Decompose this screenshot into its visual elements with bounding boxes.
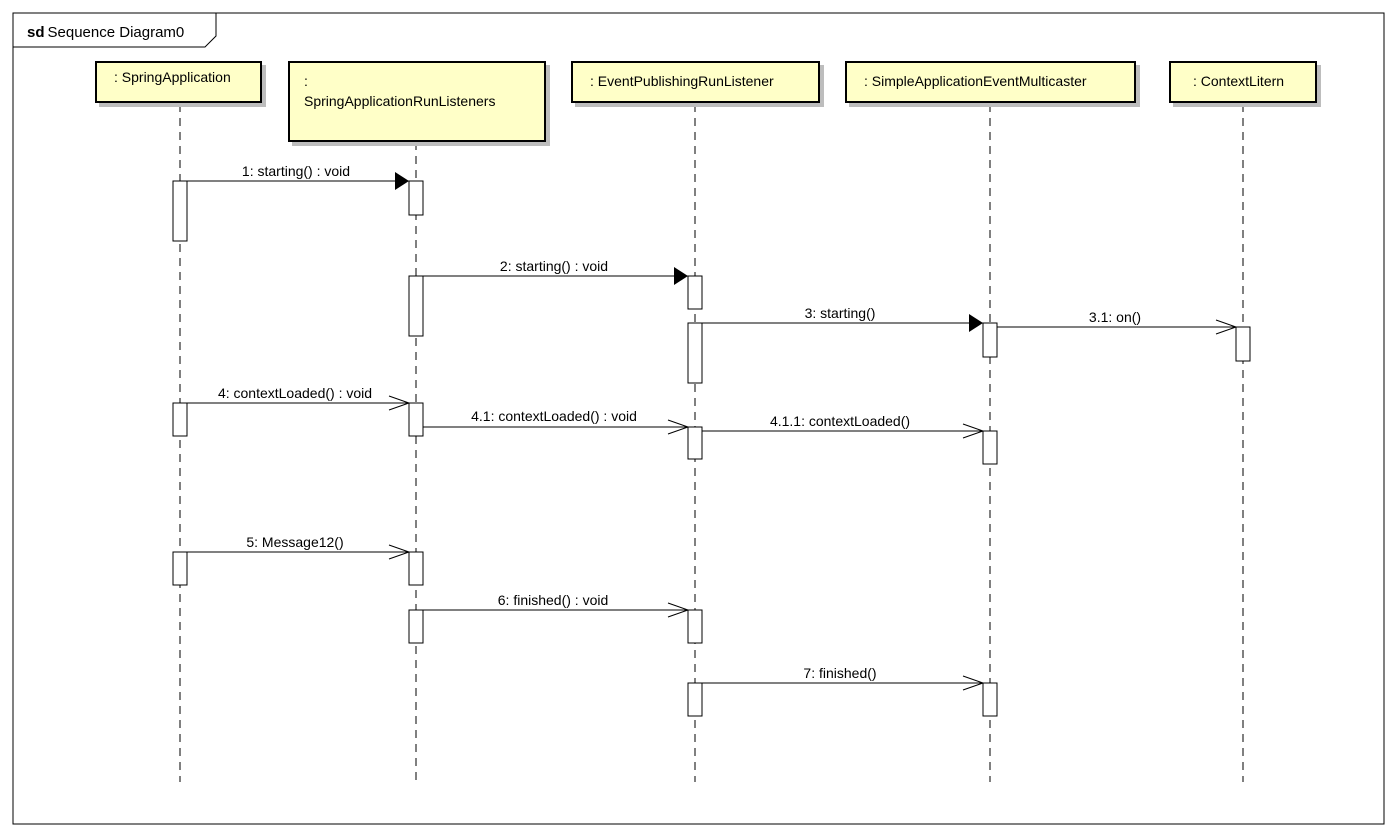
activation-bar — [687, 322, 703, 384]
filled-arrowhead-icon — [395, 172, 409, 190]
lifeline-label: : SimpleApplicationEventMulticaster — [864, 73, 1087, 89]
filled-arrowhead-icon — [969, 314, 983, 332]
activation-bar — [408, 609, 424, 644]
lifeline-label-line1: : — [304, 73, 308, 89]
message-label: 3: starting() — [804, 305, 876, 321]
lifeline-header-context-litern[interactable]: : ContextLitern — [1169, 61, 1317, 103]
activation-bar — [172, 551, 188, 586]
activation-bar — [408, 180, 424, 216]
filled-arrowhead-icon — [674, 267, 688, 285]
activation-bar — [172, 402, 188, 437]
open-arrowhead-icon — [388, 395, 411, 411]
message-label: 1: starting() : void — [241, 163, 351, 179]
lifeline-label-line2: SpringApplicationRunListeners — [304, 93, 496, 109]
activation-bar — [982, 322, 998, 358]
activation-bar — [982, 430, 998, 465]
frame-name: Sequence Diagram0 — [47, 24, 185, 41]
activation-bar — [408, 551, 424, 586]
message-label: 4.1: contextLoaded() : void — [471, 408, 637, 424]
activation-bar — [408, 275, 424, 337]
message-label: 5: Message12() — [246, 534, 344, 550]
activation-bar — [172, 180, 188, 242]
message-label: 7: finished() — [803, 665, 877, 681]
activation-bar — [687, 426, 703, 460]
activation-bar — [687, 609, 703, 644]
open-arrowhead-icon — [667, 419, 690, 435]
activation-bar — [1235, 326, 1251, 362]
message-label: 6: finished() : void — [497, 592, 609, 608]
open-arrowhead-icon — [962, 423, 985, 439]
lifeline-header-spring-application-run-listeners[interactable]: : SpringApplicationRunListeners — [288, 61, 546, 142]
open-arrowhead-icon — [962, 675, 985, 691]
lifeline-label: : EventPublishingRunListener — [590, 73, 774, 89]
message-label: 4.1.1: contextLoaded() — [769, 413, 911, 429]
activation-bar — [687, 682, 703, 717]
diagram-frame — [12, 12, 1385, 825]
message-label: 3.1: on() — [1088, 309, 1142, 325]
open-arrowhead-icon — [667, 602, 690, 618]
lifeline-header-event-publishing-run-listener[interactable]: : EventPublishingRunListener — [571, 61, 820, 103]
lifeline-label: : ContextLitern — [1193, 73, 1285, 89]
open-arrowhead-icon — [388, 544, 411, 560]
lifeline-label: : SpringApplication — [114, 69, 231, 85]
frame-tab-shape — [13, 13, 217, 48]
activation-bar — [408, 402, 424, 437]
activation-bar — [687, 275, 703, 310]
message-label: 2: starting() : void — [499, 258, 609, 274]
frame-keyword: sd — [27, 24, 45, 41]
lifeline-header-spring-application[interactable]: : SpringApplication — [95, 61, 262, 103]
lifeline-header-simple-application-event-multicaster[interactable]: : SimpleApplicationEventMulticaster — [845, 61, 1136, 103]
open-arrowhead-icon — [1215, 319, 1238, 335]
activation-bar — [982, 682, 998, 717]
message-label: 4: contextLoaded() : void — [217, 385, 373, 401]
